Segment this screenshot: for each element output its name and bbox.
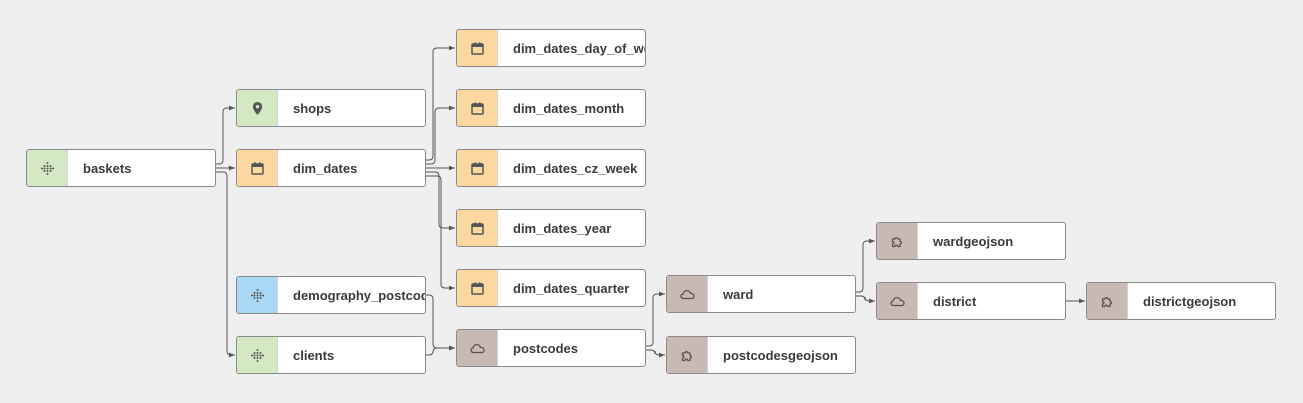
node-shops[interactable]: shops xyxy=(236,89,426,127)
node-label: clients xyxy=(293,347,335,363)
node-districtgeojson[interactable]: districtgeojson xyxy=(1086,282,1276,320)
cloud-icon xyxy=(457,330,498,366)
node-label: ward xyxy=(723,286,754,302)
calendar-icon xyxy=(457,210,498,246)
node-dim-dates-cz-week[interactable]: dim_dates_cz_week xyxy=(456,149,646,187)
edge-postcodes-to-ward xyxy=(646,291,665,347)
edge-clients-to-postcodes xyxy=(426,345,455,356)
dots-grid-icon xyxy=(237,337,278,373)
node-dim-dates-month[interactable]: dim_dates_month xyxy=(456,89,646,127)
puzzle-icon xyxy=(667,337,708,373)
edge-postcodes-to-postcodesgeojson xyxy=(646,349,665,358)
node-label: district xyxy=(933,293,977,309)
node-dim-dates-day-of-week[interactable]: dim_dates_day_of_we xyxy=(456,29,646,67)
edge-dim-dates-to-dim-dates-quarter xyxy=(426,175,455,291)
node-dim-dates[interactable]: dim_dates xyxy=(236,149,426,187)
calendar-icon xyxy=(237,150,278,186)
node-ward[interactable]: ward xyxy=(666,275,856,313)
calendar-icon xyxy=(457,90,498,126)
edge-baskets-to-shops xyxy=(216,105,235,165)
dots-grid-icon xyxy=(237,277,278,313)
node-label: dim_dates_month xyxy=(513,100,625,116)
node-clients[interactable]: clients xyxy=(236,336,426,374)
node-label: postcodes xyxy=(513,340,579,356)
puzzle-icon xyxy=(1087,283,1128,319)
node-wardgeojson[interactable]: wardgeojson xyxy=(876,222,1066,260)
calendar-icon xyxy=(457,150,498,186)
node-label: dim_dates_cz_week xyxy=(513,160,638,176)
dots-grid-icon xyxy=(27,150,68,186)
node-label: dim_dates_day_of_we xyxy=(513,40,645,56)
edge-dim-dates-to-dim-dates-day-of-week xyxy=(426,45,455,161)
node-demography-postcode[interactable]: demography_postcod xyxy=(236,276,426,314)
edge-ward-to-wardgeojson xyxy=(856,238,875,293)
calendar-icon xyxy=(457,30,498,66)
node-dim-dates-quarter[interactable]: dim_dates_quarter xyxy=(456,269,646,307)
node-label: dim_dates_year xyxy=(513,220,612,236)
cloud-icon xyxy=(667,276,708,312)
node-postcodes[interactable]: postcodes xyxy=(456,329,646,367)
node-label: demography_postcod xyxy=(293,287,425,303)
node-dim-dates-year[interactable]: dim_dates_year xyxy=(456,209,646,247)
node-label: wardgeojson xyxy=(933,233,1014,249)
node-baskets[interactable]: baskets xyxy=(26,149,216,187)
node-label: baskets xyxy=(83,160,132,176)
node-label: districtgeojson xyxy=(1143,293,1237,309)
puzzle-icon xyxy=(877,223,918,259)
edge-ward-to-district xyxy=(856,295,875,304)
node-label: dim_dates xyxy=(293,160,358,176)
calendar-icon xyxy=(457,270,498,306)
node-label: dim_dates_quarter xyxy=(513,280,630,296)
node-label: postcodesgeojson xyxy=(723,347,838,363)
node-postcodesgeojson[interactable]: postcodesgeojson xyxy=(666,336,856,374)
cloud-icon xyxy=(877,283,918,319)
edge-demography-postcode-to-postcodes xyxy=(426,294,455,351)
edge-dim-dates-to-dim-dates-month xyxy=(426,105,455,165)
node-label: shops xyxy=(293,100,332,116)
node-district[interactable]: district xyxy=(876,282,1066,320)
map-pin-icon xyxy=(237,90,278,126)
edge-baskets-to-clients xyxy=(216,171,235,358)
